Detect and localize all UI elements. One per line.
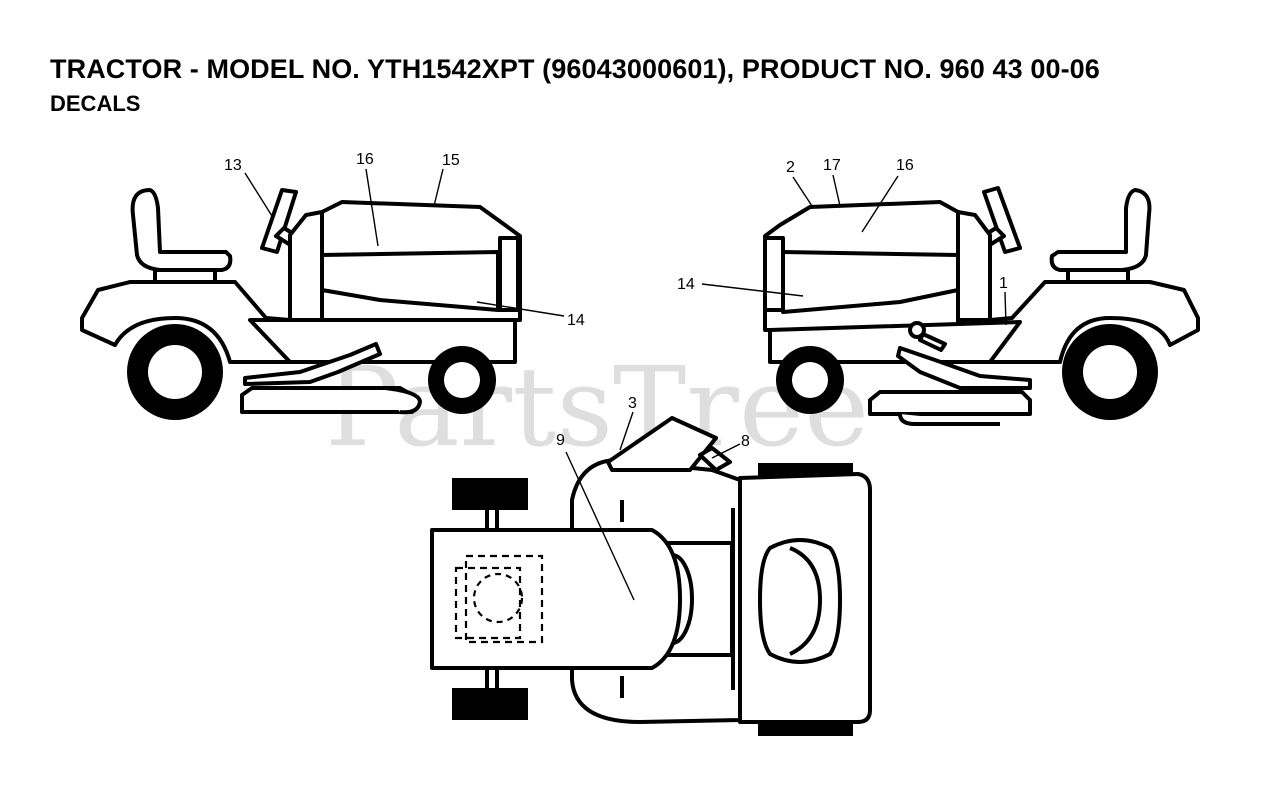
page-title: TRACTOR - MODEL NO. YTH1542XPT (96043000… xyxy=(50,54,1100,84)
callout-label: 17 xyxy=(823,157,841,174)
callout-label: 8 xyxy=(741,433,750,450)
callout-label: 2 xyxy=(786,159,795,176)
callout-label: 14 xyxy=(677,276,695,293)
callout-label: 14 xyxy=(567,312,585,329)
tractor-left-side-view xyxy=(80,188,522,420)
callout-label: 13 xyxy=(224,157,242,174)
tractor-right-side-view xyxy=(763,186,1200,426)
callout-label: 9 xyxy=(556,432,565,449)
callout-label: 16 xyxy=(356,151,374,168)
callout-label: 3 xyxy=(628,395,637,412)
page-subtitle: DECALS xyxy=(50,91,141,116)
callout-label: 15 xyxy=(442,152,460,169)
callout-label: 16 xyxy=(896,157,914,174)
callout-label: 1 xyxy=(999,275,1008,292)
